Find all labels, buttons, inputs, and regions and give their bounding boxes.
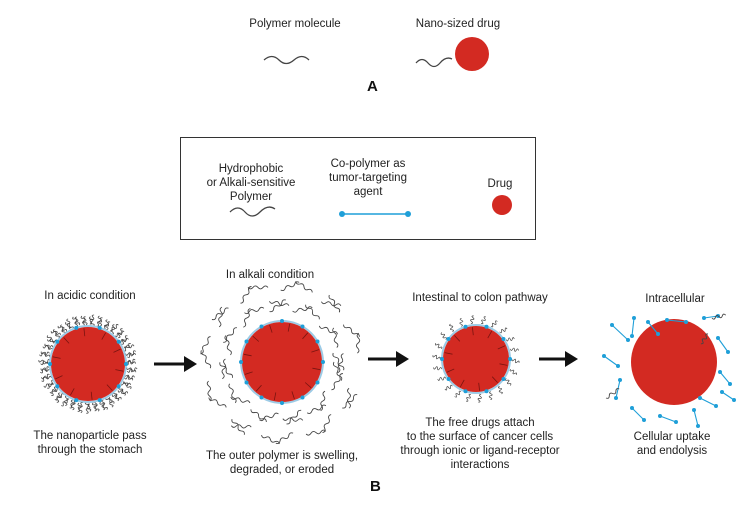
stage-4-particle bbox=[602, 313, 736, 428]
arrow-2-icon bbox=[368, 351, 409, 367]
legend-drug-label: Drug bbox=[487, 178, 513, 190]
legend-drug-icon bbox=[492, 195, 512, 215]
nano-drug-tail-icon bbox=[415, 57, 453, 68]
stage-3-title: Intestinal to colon pathway bbox=[412, 292, 548, 304]
arrow-3-icon bbox=[539, 351, 578, 367]
stage-2-particle bbox=[200, 281, 361, 445]
polymer-molecule-label: Polymer molecule bbox=[249, 18, 341, 30]
stage-2-caption: The outer polymer is swelling, degraded,… bbox=[205, 450, 359, 476]
stage-1-caption: The nanoparticle pass through the stomac… bbox=[33, 430, 147, 456]
legend-box bbox=[180, 137, 536, 240]
stage-3-particle bbox=[432, 315, 520, 403]
stage-4-caption: Cellular uptake and endolysis bbox=[633, 431, 711, 457]
stage-3-caption: The free drugs attach to the surface of … bbox=[400, 417, 560, 471]
arrow-1-icon bbox=[154, 356, 197, 372]
legend-copolymer-icon bbox=[339, 211, 411, 217]
legend-polymer-label: Hydrophobic or Alkali-sensitive Polymer bbox=[206, 163, 296, 203]
panel-a-letter: A bbox=[367, 78, 378, 95]
nano-drug-label: Nano-sized drug bbox=[415, 18, 501, 30]
stage-1-particle bbox=[38, 314, 138, 414]
nano-drug-icon bbox=[455, 37, 489, 71]
legend-polymer-icon bbox=[229, 206, 276, 217]
stage-1-title: In acidic condition bbox=[44, 290, 136, 302]
stage-4-title: Intracellular bbox=[645, 293, 705, 305]
panel-b-letter: B bbox=[370, 478, 381, 495]
stage-2-title: In alkali condition bbox=[225, 269, 315, 281]
legend-copolymer-label: Co-polymer as tumor-targeting agent bbox=[329, 158, 407, 198]
polymer-molecule-icon bbox=[263, 55, 310, 65]
